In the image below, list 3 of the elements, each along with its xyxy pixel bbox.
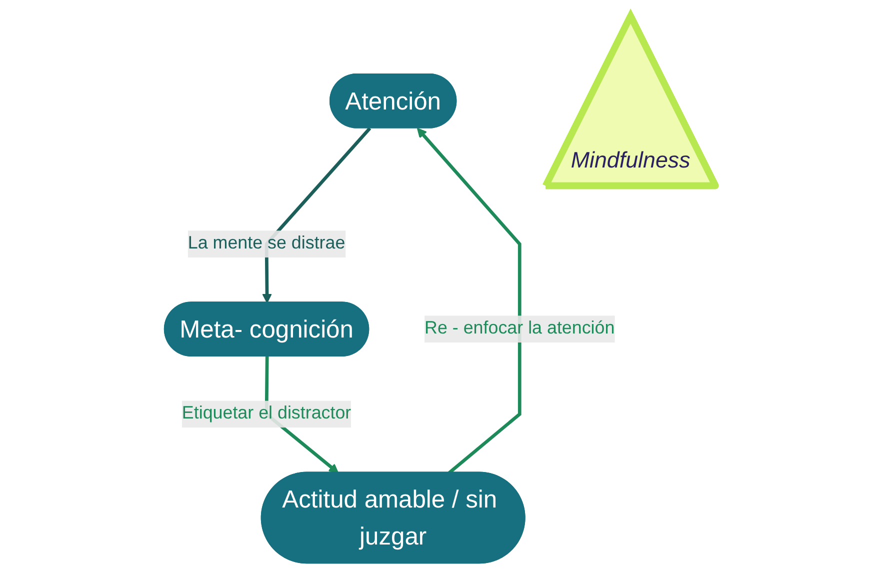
edge-label: La mente se distrae <box>188 234 346 253</box>
edge-label: Re - enfocar la atención <box>424 319 615 338</box>
edge-label: Etiquetar el distractor <box>182 404 352 424</box>
